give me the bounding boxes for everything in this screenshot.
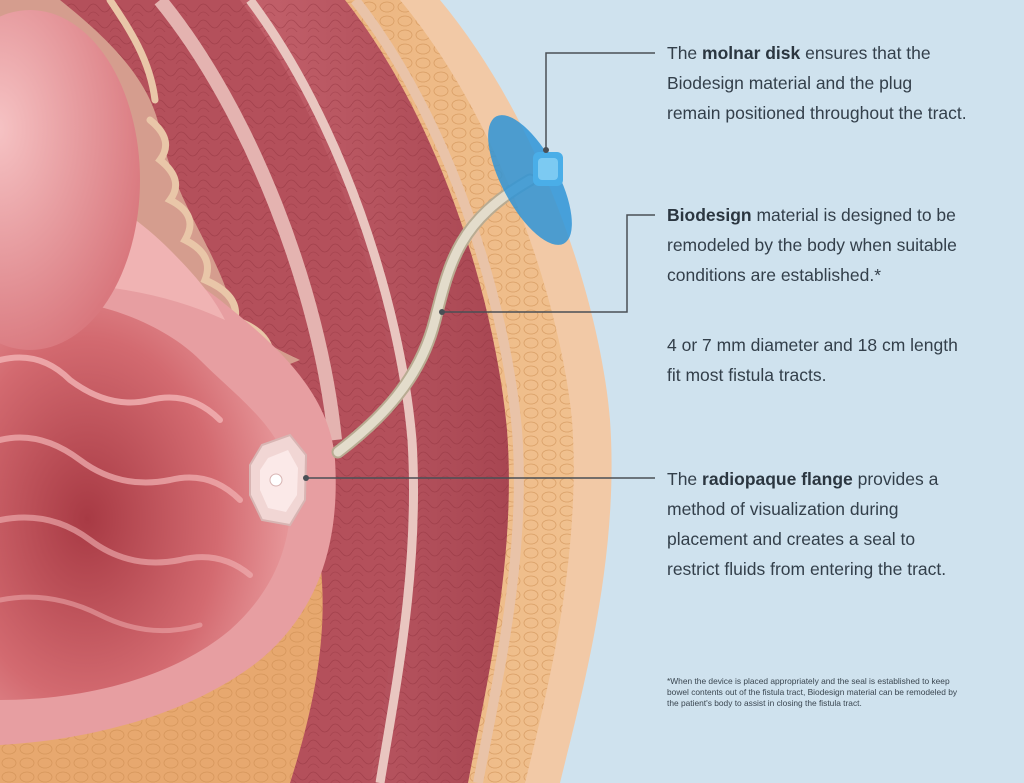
- callout-molnar-lead: The: [667, 43, 703, 63]
- callout-flange-rest: provides a method of visualization durin…: [667, 469, 947, 579]
- footnote: *When the device is placed appropriately…: [667, 676, 958, 708]
- callout-radiopaque-flange: The radiopaque flange provides a method …: [667, 464, 967, 584]
- callout-biodesign-rest: material is designed to be remodeled by …: [667, 205, 957, 285]
- callout-molnar-emphasis: molnar disk: [702, 43, 801, 63]
- callout-molnar-disk: The molnar disk ensures that the Biodesi…: [667, 38, 967, 128]
- callout-biodesign-material: Biodesign material is designed to be rem…: [667, 200, 967, 290]
- callout-flange-emphasis: radiopaque flange: [702, 469, 853, 489]
- callout-size: 4 or 7 mm diameter and 18 cm length fit …: [667, 335, 958, 385]
- leader-line-biodesign: [442, 214, 655, 313]
- callout-biodesign-emphasis: Biodesign: [667, 205, 752, 225]
- callout-flange-lead: The: [667, 469, 703, 489]
- leader-line-disk: [545, 52, 655, 150]
- callout-molnar-rest: ensures that the Biodesign material and …: [667, 43, 967, 123]
